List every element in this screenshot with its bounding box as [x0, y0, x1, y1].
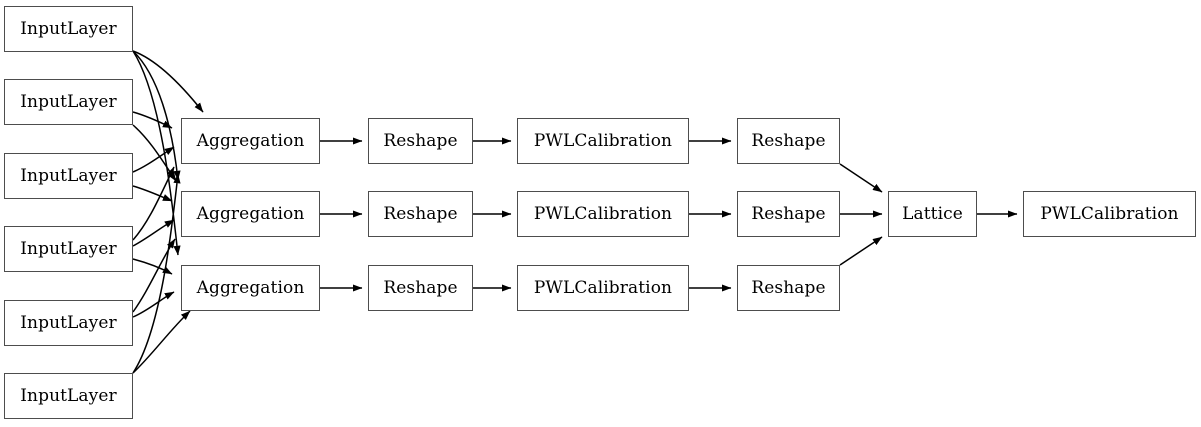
node-label: InputLayer	[20, 91, 117, 112]
node-label: Reshape	[383, 277, 458, 298]
edges-input-to-aggregation	[132, 50, 204, 374]
node-pwlcalibration-2[interactable]: PWLCalibration	[517, 191, 689, 237]
node-label: InputLayer	[20, 18, 117, 39]
node-input-layer-2[interactable]: InputLayer	[4, 79, 133, 125]
node-label: Lattice	[902, 203, 963, 224]
node-input-layer-3[interactable]: InputLayer	[4, 153, 133, 199]
edge-in6-agg1	[132, 173, 181, 374]
node-aggregation-3[interactable]: Aggregation	[181, 265, 320, 311]
node-label: InputLayer	[20, 165, 117, 186]
edge-in4-agg3	[132, 258, 173, 275]
node-label: PWLCalibration	[1040, 203, 1179, 224]
node-label: Aggregation	[196, 203, 305, 224]
node-label: Reshape	[751, 277, 826, 298]
node-input-layer-1[interactable]: InputLayer	[4, 6, 133, 52]
node-reshape-6[interactable]: Reshape	[737, 265, 840, 311]
edge-rshb1-lattice	[839, 163, 883, 193]
node-label: InputLayer	[20, 238, 117, 259]
edge-in3-agg2	[132, 185, 173, 202]
edge-in4-agg2	[132, 219, 175, 247]
node-label: Aggregation	[196, 277, 305, 298]
node-reshape-2[interactable]: Reshape	[368, 191, 473, 237]
node-reshape-1[interactable]: Reshape	[368, 118, 473, 164]
edge-in5-agg3	[132, 291, 175, 318]
edge-in1-agg1	[132, 50, 204, 113]
node-label: PWLCalibration	[533, 277, 673, 298]
edge-in1-agg2	[132, 50, 181, 181]
node-aggregation-1[interactable]: Aggregation	[181, 118, 320, 164]
node-lattice[interactable]: Lattice	[888, 191, 977, 237]
node-reshape-4[interactable]: Reshape	[737, 118, 840, 164]
node-label: InputLayer	[20, 312, 117, 333]
node-label: Reshape	[383, 203, 458, 224]
node-label: PWLCalibration	[533, 203, 673, 224]
node-pwlcalibration-1[interactable]: PWLCalibration	[517, 118, 689, 164]
node-output-pwlcalibration[interactable]: PWLCalibration	[1023, 191, 1196, 237]
node-label: InputLayer	[20, 385, 117, 406]
node-input-layer-4[interactable]: InputLayer	[4, 226, 133, 272]
edge-in6-agg3	[132, 310, 191, 374]
edges-pipeline-rows	[320, 137, 732, 292]
edge-in4-agg1	[132, 166, 175, 241]
edge-in1-agg3	[132, 50, 181, 256]
edge-in2-agg1	[132, 111, 173, 129]
node-pwlcalibration-3[interactable]: PWLCalibration	[517, 265, 689, 311]
node-label: Reshape	[383, 130, 458, 151]
edges-to-lattice	[839, 163, 1018, 266]
edge-in3-agg1	[132, 146, 175, 173]
node-label: Aggregation	[196, 130, 305, 151]
node-reshape-3[interactable]: Reshape	[368, 265, 473, 311]
node-input-layer-5[interactable]: InputLayer	[4, 300, 133, 346]
node-label: Reshape	[751, 130, 826, 151]
edge-rshb3-lattice	[839, 236, 883, 266]
node-aggregation-2[interactable]: Aggregation	[181, 191, 320, 237]
node-reshape-5[interactable]: Reshape	[737, 191, 840, 237]
edge-in2-agg2	[132, 124, 177, 182]
node-label: Reshape	[751, 203, 826, 224]
edge-in5-agg2	[132, 238, 176, 313]
node-label: PWLCalibration	[533, 130, 673, 151]
node-input-layer-6[interactable]: InputLayer	[4, 373, 133, 419]
